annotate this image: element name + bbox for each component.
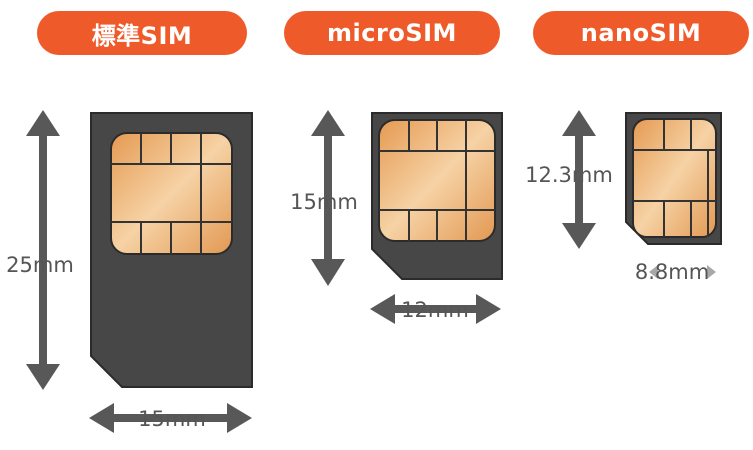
header-standard-sim: 標準SIM [37, 11, 247, 55]
standard-sim-height-label: 25mm [6, 253, 74, 277]
micro-sim-chip [378, 119, 496, 242]
nano-sim-card [625, 112, 722, 245]
nano-sim-width-label: 8.8mm [635, 260, 709, 284]
standard-sim-width-label: 15mm [138, 407, 206, 431]
standard-sim-card [90, 112, 253, 388]
standard-sim-width-arrow [89, 403, 252, 433]
micro-sim-width-arrow [370, 294, 501, 324]
nano-sim-height-label: 12.3mm [525, 163, 613, 187]
header-micro-sim: microSIM [284, 11, 500, 55]
nano-sim-height-arrow [562, 110, 596, 249]
standard-sim-chip [110, 132, 233, 255]
micro-sim-height-label: 15mm [290, 190, 358, 214]
standard-sim-height-arrow [26, 110, 60, 390]
nano-sim-chip [632, 118, 717, 238]
micro-sim-height-arrow [311, 110, 345, 286]
micro-sim-width-label: 12mm [401, 298, 469, 322]
micro-sim-card [371, 112, 503, 280]
header-nano-sim: nanoSIM [533, 11, 749, 55]
nano-sim-width-arrow [649, 265, 716, 279]
